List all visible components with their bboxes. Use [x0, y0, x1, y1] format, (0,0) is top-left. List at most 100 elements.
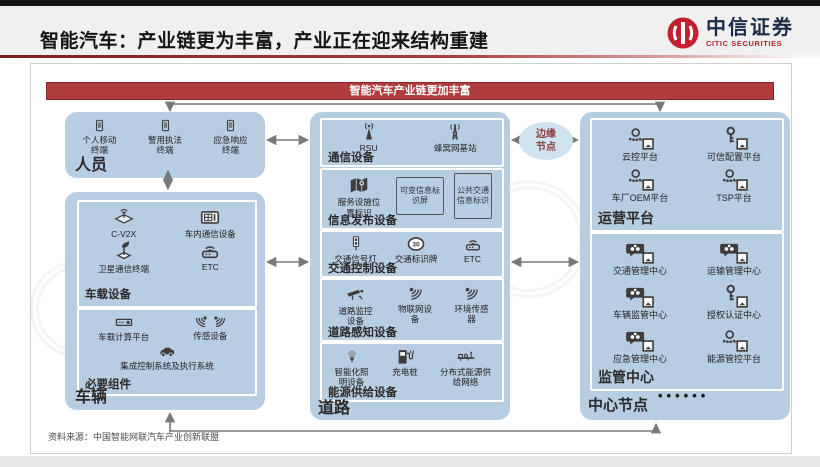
list-item: 应急管理中心: [594, 327, 686, 365]
operation-platform-panel: 云控平台 可信配置平台 车厂OEM平台 TSP平台 运营平台: [590, 118, 784, 232]
item-label: 传感设备: [193, 331, 228, 341]
slide-header: 智能汽车：产业链更为丰富，产业正在迎来结构重建 中信证券 CITIC SECUR…: [0, 6, 820, 55]
list-item: ETC: [451, 234, 495, 264]
road-label: 道路: [318, 400, 351, 417]
window-top-border: [0, 0, 820, 6]
item-label: 交通信号灯: [334, 254, 377, 264]
list-item: 环境传感器: [446, 284, 498, 324]
traffic-mgmt-icon: [624, 239, 656, 265]
cv2x-module-icon: [112, 206, 136, 228]
mobile-phone-icon: [224, 117, 237, 134]
list-item: 道路监控设备: [327, 284, 385, 326]
map-sign-icon: [347, 174, 371, 196]
list-item: 应急响应终端: [200, 117, 262, 155]
edge-node-label: 边缘节点: [536, 129, 556, 153]
sensor-wave-icon: [211, 313, 228, 330]
item-label: 卫星通信终端: [98, 264, 150, 275]
info-equipment-label: 信息发布设备: [328, 215, 397, 227]
page-title: 智能汽车：产业链更为丰富，产业正在迎来结构重建: [40, 31, 489, 52]
auth-center-icon: [718, 283, 750, 309]
list-item: 警用执法终端: [134, 117, 196, 155]
citic-logo-icon: [667, 17, 699, 49]
emergency-mgmt-icon: [624, 327, 656, 353]
list-item: 车内通信设备: [168, 206, 252, 239]
sensor-wave-icon: [193, 313, 210, 330]
list-item: 分布式能源供给网络: [434, 347, 498, 387]
item-label: 可信配置平台: [706, 152, 761, 162]
item-label: 集成控制系统及执行系统: [120, 361, 214, 372]
comm-equipment-label: 通信设备: [328, 152, 374, 164]
list-item: 智能化照明设备: [327, 347, 377, 387]
list-item: RSU: [329, 122, 409, 153]
cctv-camera-icon: [343, 284, 369, 305]
vehicle-box: C-V2X 车内通信设备 卫星通信终端 ETC 车载设备: [65, 192, 265, 410]
regulatory-center-label: 监管中心: [598, 369, 654, 385]
item-label: 车辆监管中心: [612, 309, 667, 320]
diagram-title-banner: 智能汽车产业链更加丰富: [46, 82, 774, 100]
personnel-box: 个人移动终端 警用执法终端 应急响应终端 人员: [65, 112, 265, 178]
ev-charger-icon: [394, 347, 416, 366]
key-platform-icon: [718, 125, 750, 151]
list-item: 云控平台: [594, 125, 686, 163]
rsu-antenna-icon: [359, 122, 379, 142]
svg-text:30: 30: [412, 242, 420, 249]
etc-router-icon: [198, 239, 222, 261]
list-item: 物联网设备: [389, 284, 441, 324]
env-sensor-wave-icon: [462, 284, 481, 303]
computing-platform-icon: [111, 313, 137, 331]
item-label: 车载计算平台: [98, 332, 150, 342]
mobile-phone-icon: [93, 117, 106, 134]
item-label: TSP平台: [716, 192, 752, 203]
in-car-comm-device-icon: [198, 206, 222, 228]
energy-grid-icon: [451, 347, 481, 366]
citic-logo: 中信证券 CITIC SECURITIES: [666, 16, 794, 50]
components-panel: 车载计算平台 传感设备 集成控制系统及执行系统 必要组件: [77, 308, 257, 396]
traffic-control-panel: 交通信号灯 30 交通标识牌 ETC 交通控制设备: [320, 230, 504, 278]
smart-light-icon: [344, 347, 360, 366]
item-label: ETC: [464, 254, 481, 264]
list-item: 授权认证中心: [688, 283, 780, 321]
mobile-phone-icon: [159, 117, 172, 134]
list-item: 充电桩: [381, 347, 429, 377]
road-box: RSU 蜂窝网基站 通信设备 服务设施位置标识 可变信息标识屏 公共交通信息标识…: [310, 112, 510, 420]
list-item: 交通管理中心: [594, 239, 686, 277]
item-label: 交通管理中心: [612, 266, 667, 276]
edge-node-cloud: 边缘节点: [519, 122, 573, 160]
item-label: 个人移动终端: [82, 135, 117, 156]
onboard-equipment-label: 车载设备: [85, 289, 131, 301]
etc-router-icon: [462, 234, 484, 253]
tsp-platform-icon: [718, 166, 750, 192]
item-label: 道路监控设备: [338, 306, 373, 327]
item-label: RSU: [359, 143, 378, 153]
onboard-equipment-panel: C-V2X 车内通信设备 卫星通信终端 ETC 车载设备: [77, 200, 257, 308]
car-icon: [153, 342, 181, 360]
list-item: 30 交通标识牌: [389, 235, 443, 264]
components-label: 必要组件: [85, 379, 131, 391]
list-item: 车辆监管中心: [594, 283, 686, 321]
item-label: 能源管控平台: [706, 353, 761, 364]
logo-name-cn: 中信证券: [706, 17, 794, 40]
item-label: 环境传感器: [454, 304, 489, 325]
center-node-box: 云控平台 可信配置平台 车厂OEM平台 TSP平台 运营平台: [580, 112, 790, 420]
variable-message-sign: 可变信息标识屏: [396, 177, 444, 215]
item-label: 物联网设备: [397, 304, 432, 325]
item-label: 智能化照明设备: [334, 367, 369, 388]
iot-wave-icon: [406, 284, 425, 303]
item-label: 运输管理中心: [706, 266, 761, 276]
comm-equipment-panel: RSU 蜂窝网基站 通信设备: [320, 118, 504, 167]
item-label: 车内通信设备: [184, 229, 236, 239]
cloud-platform-icon: [624, 125, 656, 151]
traffic-light-icon: [347, 234, 365, 253]
list-item: 运输管理中心: [688, 239, 780, 277]
list-item: 蜂窝网基站: [415, 122, 495, 153]
list-item: 服务设施位置标识: [332, 174, 386, 218]
road-sensing-label: 道路感知设备: [328, 327, 397, 339]
logo-name-en: CITIC SECURITIES: [706, 39, 783, 49]
vehicle-label: 车辆: [75, 389, 108, 406]
oem-platform-icon: [624, 166, 656, 192]
regulatory-center-panel: 交通管理中心 运输管理中心 车辆监管中心 授权认证中心: [590, 232, 784, 391]
list-item: TSP平台: [688, 166, 780, 204]
item-label: 蜂窝网基站: [434, 143, 477, 153]
list-item: 能源管控平台: [688, 327, 780, 365]
